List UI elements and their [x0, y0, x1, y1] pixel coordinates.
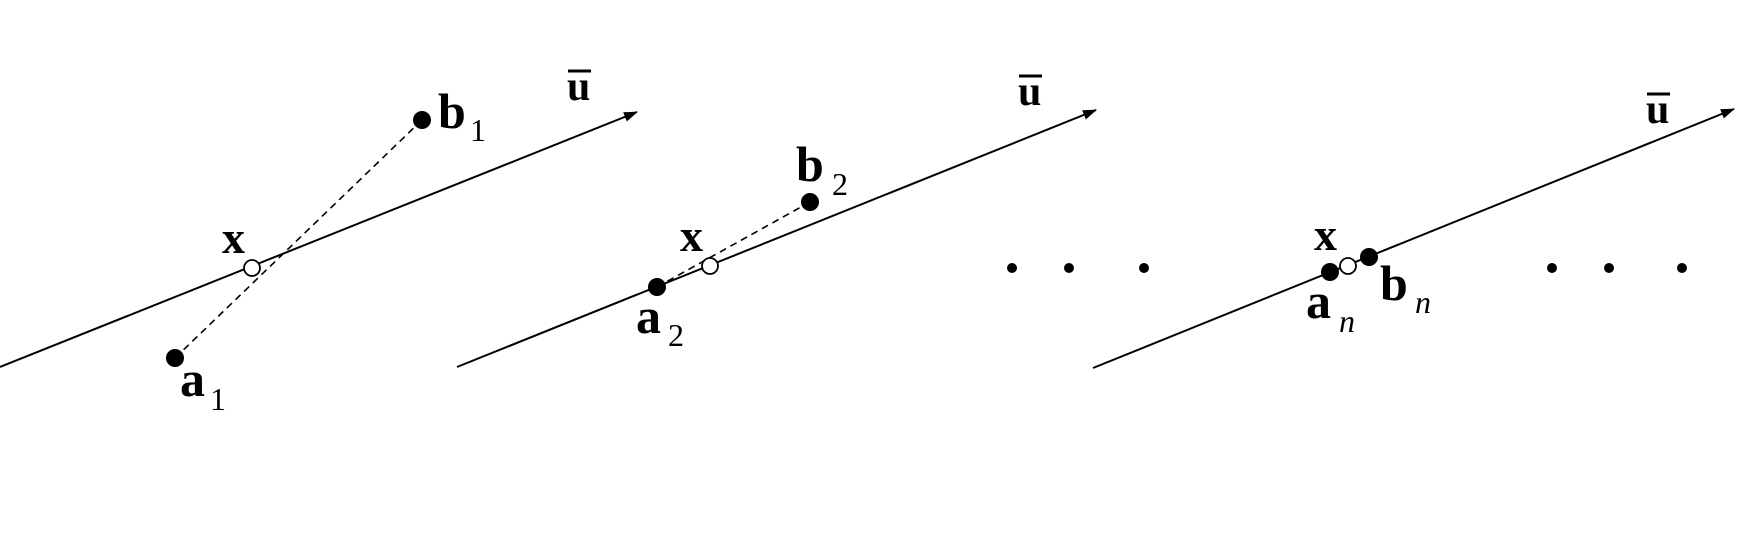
point-b1: [413, 111, 431, 129]
panel-1: u x a 1 b 1: [0, 64, 638, 417]
ellipsis-1-dot-1: [1007, 263, 1017, 273]
label-a2-subscript: 2: [668, 317, 684, 353]
label-a1-subscript: 1: [210, 381, 226, 417]
point-xn: [1339, 257, 1357, 275]
panel-3: u x a n b n: [1092, 87, 1735, 369]
label-x-2: x: [680, 210, 703, 261]
ellipsis-2-dot-1: [1547, 263, 1557, 273]
label-u-3: u: [1646, 87, 1669, 133]
point-x1: [243, 259, 261, 277]
ellipsis-1: [1007, 263, 1149, 273]
label-x-1: x: [222, 212, 245, 263]
direction-line-2: [456, 109, 1097, 368]
label-b2-subscript: 2: [832, 166, 848, 202]
label-b2: b: [796, 136, 824, 192]
point-b2: [801, 193, 819, 211]
label-b1-subscript: 1: [470, 112, 486, 148]
label-u-2: u: [1018, 69, 1041, 115]
label-an-subscript: n: [1339, 303, 1355, 339]
ellipsis-2-dot-3: [1677, 263, 1687, 273]
ellipsis-2: [1547, 263, 1687, 273]
direction-line-1: [0, 111, 638, 368]
segment-a2-b2: [656, 201, 811, 288]
panel-2: u x a 2 b 2: [456, 69, 1097, 368]
label-bn-subscript: n: [1415, 284, 1431, 320]
point-bn: [1360, 248, 1378, 266]
label-x-3: x: [1314, 209, 1337, 260]
ellipsis-1-dot-3: [1139, 263, 1149, 273]
label-bn: b: [1380, 255, 1408, 311]
label-a1: a: [180, 351, 205, 407]
ellipsis-1-dot-2: [1064, 263, 1074, 273]
label-u-1: u: [567, 64, 590, 110]
ellipsis-2-dot-2: [1604, 263, 1614, 273]
point-a2: [648, 278, 666, 296]
point-a1: [166, 349, 184, 367]
point-x2: [701, 257, 719, 275]
label-a2: a: [636, 288, 661, 344]
direction-line-3: [1092, 108, 1735, 369]
segment-a1-b1: [174, 119, 423, 359]
label-an: a: [1306, 273, 1331, 329]
label-b1: b: [438, 83, 466, 139]
point-an: [1321, 263, 1339, 281]
